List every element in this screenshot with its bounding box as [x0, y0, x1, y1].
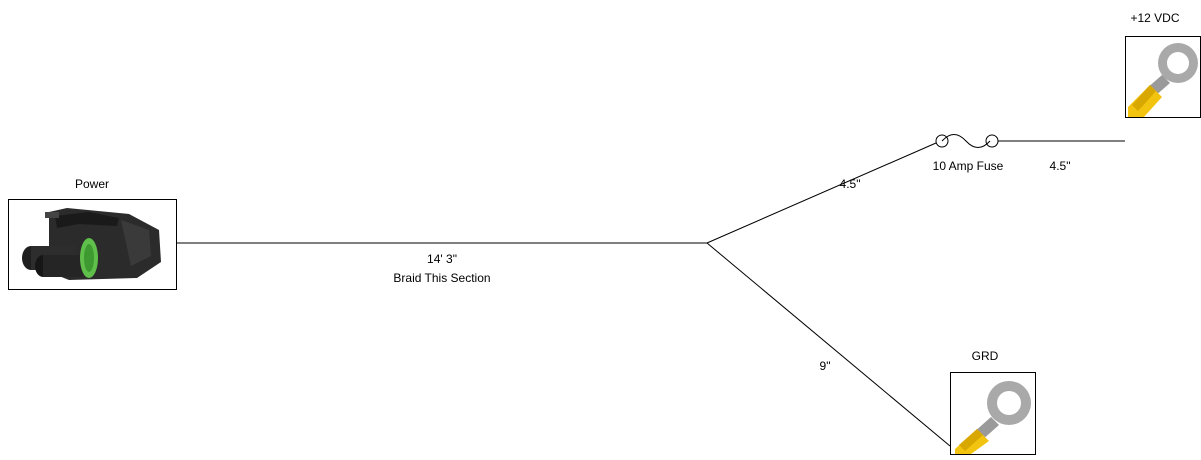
ground-terminal-label: GRD [971, 349, 999, 363]
fuse-to-positive-length: 4.5" [1049, 159, 1071, 173]
main-segment-note: Braid This Section [393, 271, 491, 285]
power-connector-image [22, 208, 161, 280]
main-segment-length: 14' 3" [427, 252, 457, 266]
branch-wire-to-fuse [706, 142, 937, 244]
power-connector-box [8, 199, 177, 290]
positive-terminal-box [1125, 36, 1201, 118]
branch-to-ground-length: 9" [819, 359, 831, 373]
ring-terminal-icon [955, 381, 1031, 454]
branch-wire-to-ground [706, 242, 951, 447]
fuse-symbol [935, 134, 999, 148]
ring-terminal-icon [1128, 43, 1198, 117]
fuse-label: 10 Amp Fuse [932, 159, 1004, 173]
power-label: Power [74, 177, 109, 191]
positive-terminal-label: +12 VDC [1130, 11, 1180, 25]
branch-to-fuse-length: 4.5" [839, 177, 861, 191]
ground-terminal-box [950, 372, 1036, 455]
